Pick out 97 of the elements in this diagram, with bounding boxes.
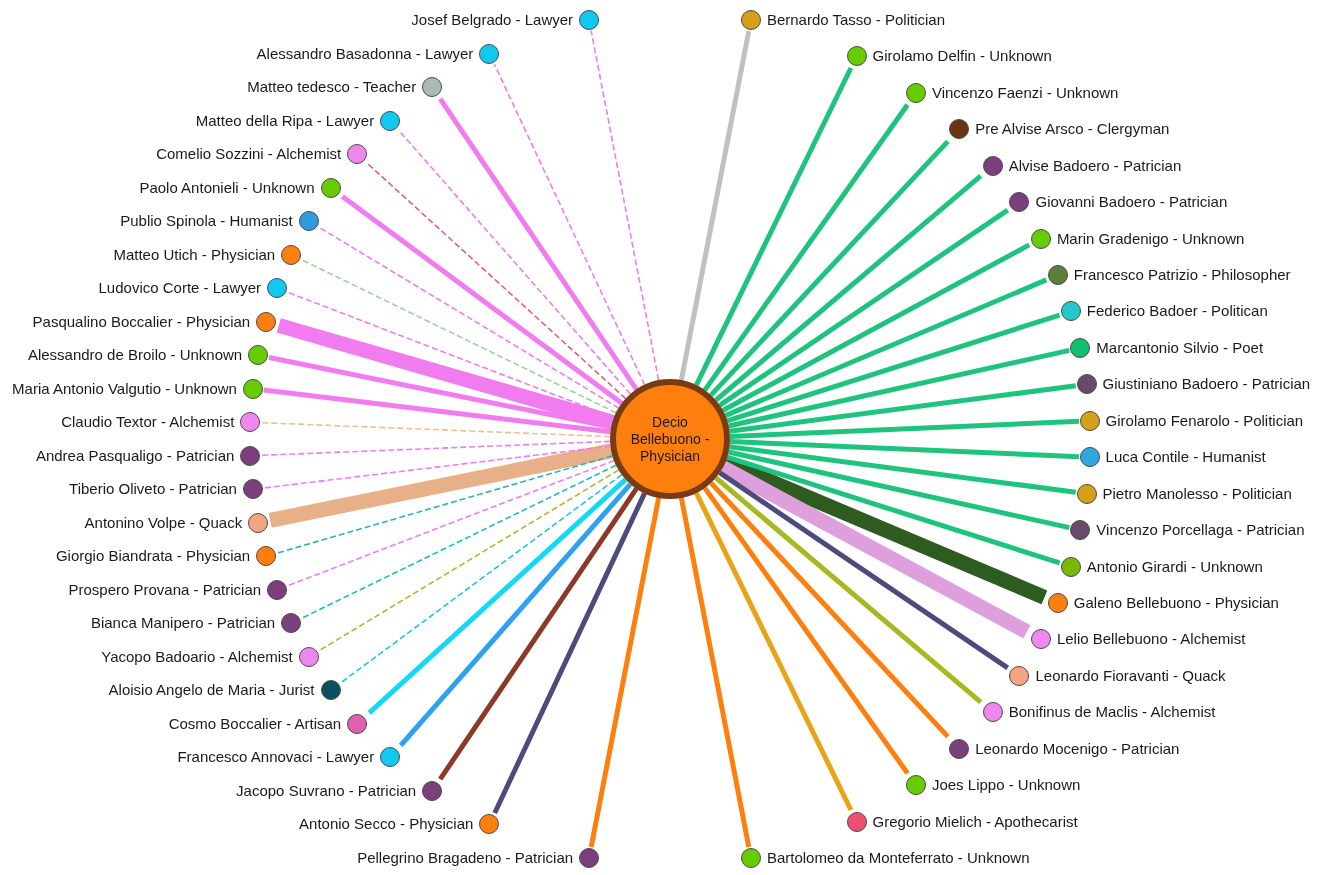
connection-line bbox=[260, 440, 611, 457]
node-label: Ludovico Corte - Lawyer bbox=[98, 279, 262, 298]
node-label: Lelio Bellebuono - Alchemist bbox=[1056, 630, 1246, 649]
connection-line bbox=[678, 497, 752, 848]
connection-line bbox=[728, 449, 1070, 531]
connection-line bbox=[728, 347, 1070, 429]
connection-line bbox=[709, 139, 950, 397]
node-label: Yacopo Badoario - Alchemist bbox=[101, 647, 293, 666]
connection-line bbox=[492, 492, 647, 815]
node-label: Decio Bellebuono - Physician bbox=[629, 413, 711, 465]
connection-line bbox=[729, 383, 1077, 434]
node-label: Vincenzo Porcellaga - Patrician bbox=[1096, 521, 1305, 540]
connection-line bbox=[367, 163, 627, 400]
node-label: Matteo Utich - Physician bbox=[113, 245, 276, 264]
node-label: Giorgio Biandrata - Physician bbox=[55, 547, 251, 566]
connection-line bbox=[726, 454, 1061, 566]
connection-line bbox=[729, 439, 1080, 460]
connection-line bbox=[276, 454, 614, 554]
connection-line bbox=[678, 30, 752, 381]
connection-line bbox=[287, 459, 615, 587]
connection-line bbox=[590, 29, 660, 381]
node-label: Marin Gradenigo - Unknown bbox=[1056, 229, 1245, 248]
node-label: Pellegrino Bragadeno - Patrician bbox=[357, 849, 574, 867]
connection-line bbox=[318, 226, 620, 409]
connection-line bbox=[301, 464, 617, 619]
connection-line bbox=[694, 66, 854, 387]
connection-line bbox=[694, 491, 854, 812]
node-label: Pietro Manolesso - Politician bbox=[1102, 484, 1292, 503]
node-label: Bartolomeo da Monteferrato - Unknown bbox=[766, 849, 1030, 867]
node-label: Leonardo Mocenigo - Patrician bbox=[975, 739, 1180, 758]
node-label: Francesco Annovaci - Lawyer bbox=[177, 748, 375, 767]
node-label: Claudio Textor - Alchemist bbox=[61, 413, 235, 432]
connection-line bbox=[714, 475, 983, 704]
connection-line bbox=[714, 174, 983, 403]
node-label: Aloisio Angelo de Maria - Jurist bbox=[108, 681, 315, 700]
node-label: Comelio Sozzini - Alchemist bbox=[156, 145, 342, 164]
connection-line bbox=[318, 469, 620, 652]
connection-line bbox=[721, 242, 1031, 413]
connection-line bbox=[718, 470, 1010, 670]
connection-line bbox=[262, 445, 612, 489]
connection-line bbox=[719, 460, 1031, 639]
node-label: Giovanni Badoero - Patrician bbox=[1035, 193, 1228, 212]
node-label: Bernardo Tasso - Politician bbox=[766, 11, 946, 29]
node-label: Galeno Bellebuono - Physician bbox=[1073, 593, 1279, 612]
node-label: Giustiniano Badoero - Patrician bbox=[1102, 375, 1311, 394]
node-label: Joes Lippo - Unknown bbox=[931, 776, 1081, 795]
node-label: Matteo della Ripa - Lawyer bbox=[195, 111, 375, 130]
connection-line bbox=[729, 444, 1077, 495]
node-label: Leonardo Fioravanti - Quack bbox=[1035, 666, 1226, 685]
node-label: Girolamo Fenarolo - Politician bbox=[1105, 411, 1304, 430]
connection-line bbox=[367, 477, 628, 715]
node-label: Matteo tedesco - Teacher bbox=[247, 78, 417, 97]
node-label: Publio Spinola - Humanist bbox=[120, 212, 293, 231]
node-label: Alvise Badoero - Patrician bbox=[1008, 156, 1182, 175]
connection-line bbox=[493, 63, 646, 386]
connection-line bbox=[301, 259, 617, 414]
node-label: Marcantonio Silvio - Poet bbox=[1096, 338, 1264, 357]
node-label: Gregorio Mielich - Apothecarist bbox=[872, 812, 1078, 831]
node-label: Alessandro Basadonna - Lawyer bbox=[256, 44, 474, 63]
node-label: Bonifinus de Maclis - Alchemist bbox=[1008, 703, 1216, 722]
node-label: Paolo Antonieli - Unknown bbox=[139, 178, 315, 197]
connection-line bbox=[263, 387, 611, 435]
connection-line bbox=[709, 481, 950, 739]
connection-line bbox=[588, 497, 662, 848]
node-label: Pasqualino Boccalier - Physician bbox=[32, 312, 251, 331]
connection-line bbox=[260, 421, 611, 438]
node-label: Pre Alvise Arsco - Clergyman bbox=[975, 120, 1170, 139]
node-label: Jacopo Suvrano - Patrician bbox=[236, 781, 417, 800]
node-label: Antonino Volpe - Quack bbox=[84, 513, 243, 532]
connection-line bbox=[702, 103, 910, 392]
node-label: Vincenzo Faenzi - Unknown bbox=[931, 83, 1119, 102]
connection-line bbox=[726, 312, 1061, 424]
node-label: Cosmo Boccalier - Artisan bbox=[168, 714, 342, 733]
node-label: Federico Badoer - Politican bbox=[1086, 302, 1268, 321]
connection-line bbox=[729, 418, 1080, 439]
node-label: Tiberio Oliveto - Patrician bbox=[69, 480, 237, 499]
connection-line bbox=[398, 482, 633, 748]
connection-line bbox=[438, 97, 639, 391]
node-label: Luca Contile - Humanist bbox=[1105, 448, 1266, 467]
node-label: Francesco Patrizio - Philosopher bbox=[1073, 266, 1291, 285]
node-label: Girolamo Delfin - Unknown bbox=[872, 47, 1052, 66]
node-label: Antonio Girardi - Unknown bbox=[1086, 557, 1263, 576]
connection-line bbox=[398, 130, 632, 395]
node-label: Josef Belgrado - Lawyer bbox=[411, 11, 574, 29]
node-label: Andrea Pasqualigo - Patrician bbox=[35, 446, 235, 465]
connection-line bbox=[718, 208, 1010, 408]
connection-line bbox=[438, 487, 639, 781]
node-label: Antonio Secco - Physician bbox=[299, 815, 474, 834]
connection-line bbox=[340, 194, 624, 406]
node-label: Bianca Manipero - Patrician bbox=[90, 614, 276, 633]
node-label: Maria Antonio Valgutio - Unknown bbox=[12, 379, 237, 398]
node-label: Prospero Provana - Patrician bbox=[68, 580, 262, 599]
connection-line bbox=[724, 277, 1048, 418]
hub-node bbox=[610, 379, 730, 499]
connection-line bbox=[702, 486, 910, 775]
connection-line bbox=[340, 473, 623, 684]
node-label: Alessandro de Broilo - Unknown bbox=[27, 346, 243, 365]
